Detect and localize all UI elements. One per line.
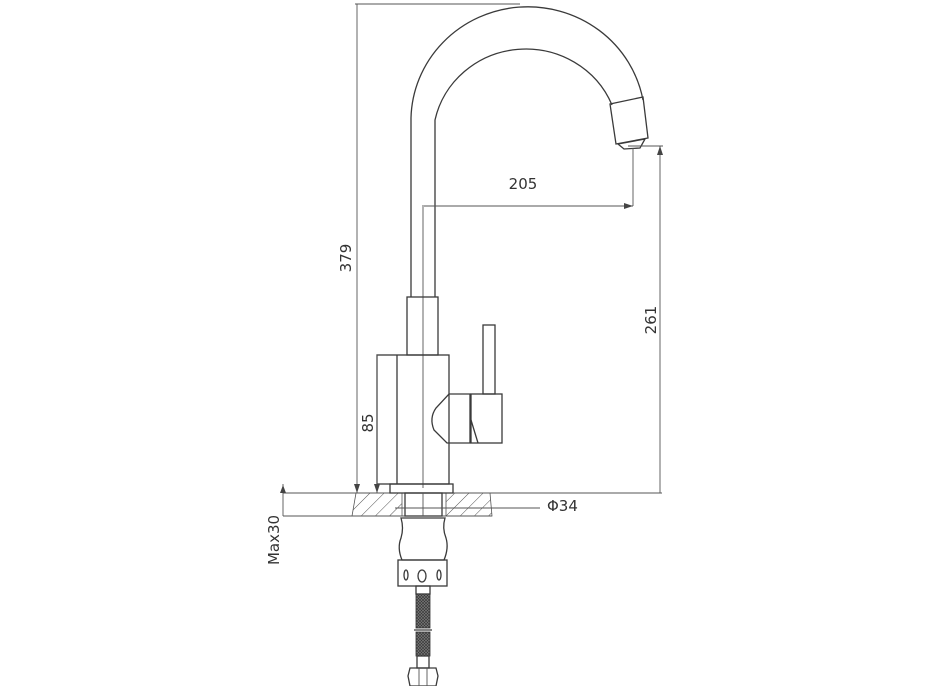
dimension-max-thickness: Max30 xyxy=(265,484,286,565)
dimension-outlet-height: 261 xyxy=(628,145,663,493)
dimension-total-height: 379 xyxy=(337,3,520,493)
mounting-nut xyxy=(397,517,448,587)
dimension-label-85: 85 xyxy=(359,413,377,432)
dimension-hole-diameter: Φ34 xyxy=(395,497,578,515)
dimension-body-height: 85 xyxy=(359,355,380,493)
supply-hose xyxy=(407,585,439,686)
lever-handle xyxy=(431,324,503,444)
countertop-section xyxy=(283,483,662,517)
dimension-spout-reach: 205 xyxy=(424,148,634,209)
dimension-label-261: 261 xyxy=(642,306,660,335)
dimension-label-205: 205 xyxy=(509,175,538,193)
dimension-label-phi34: Φ34 xyxy=(547,497,578,515)
dimension-label-379: 379 xyxy=(337,244,355,273)
faucet-body xyxy=(376,296,450,485)
dimension-label-max30: Max30 xyxy=(265,515,283,565)
spout xyxy=(410,6,649,488)
